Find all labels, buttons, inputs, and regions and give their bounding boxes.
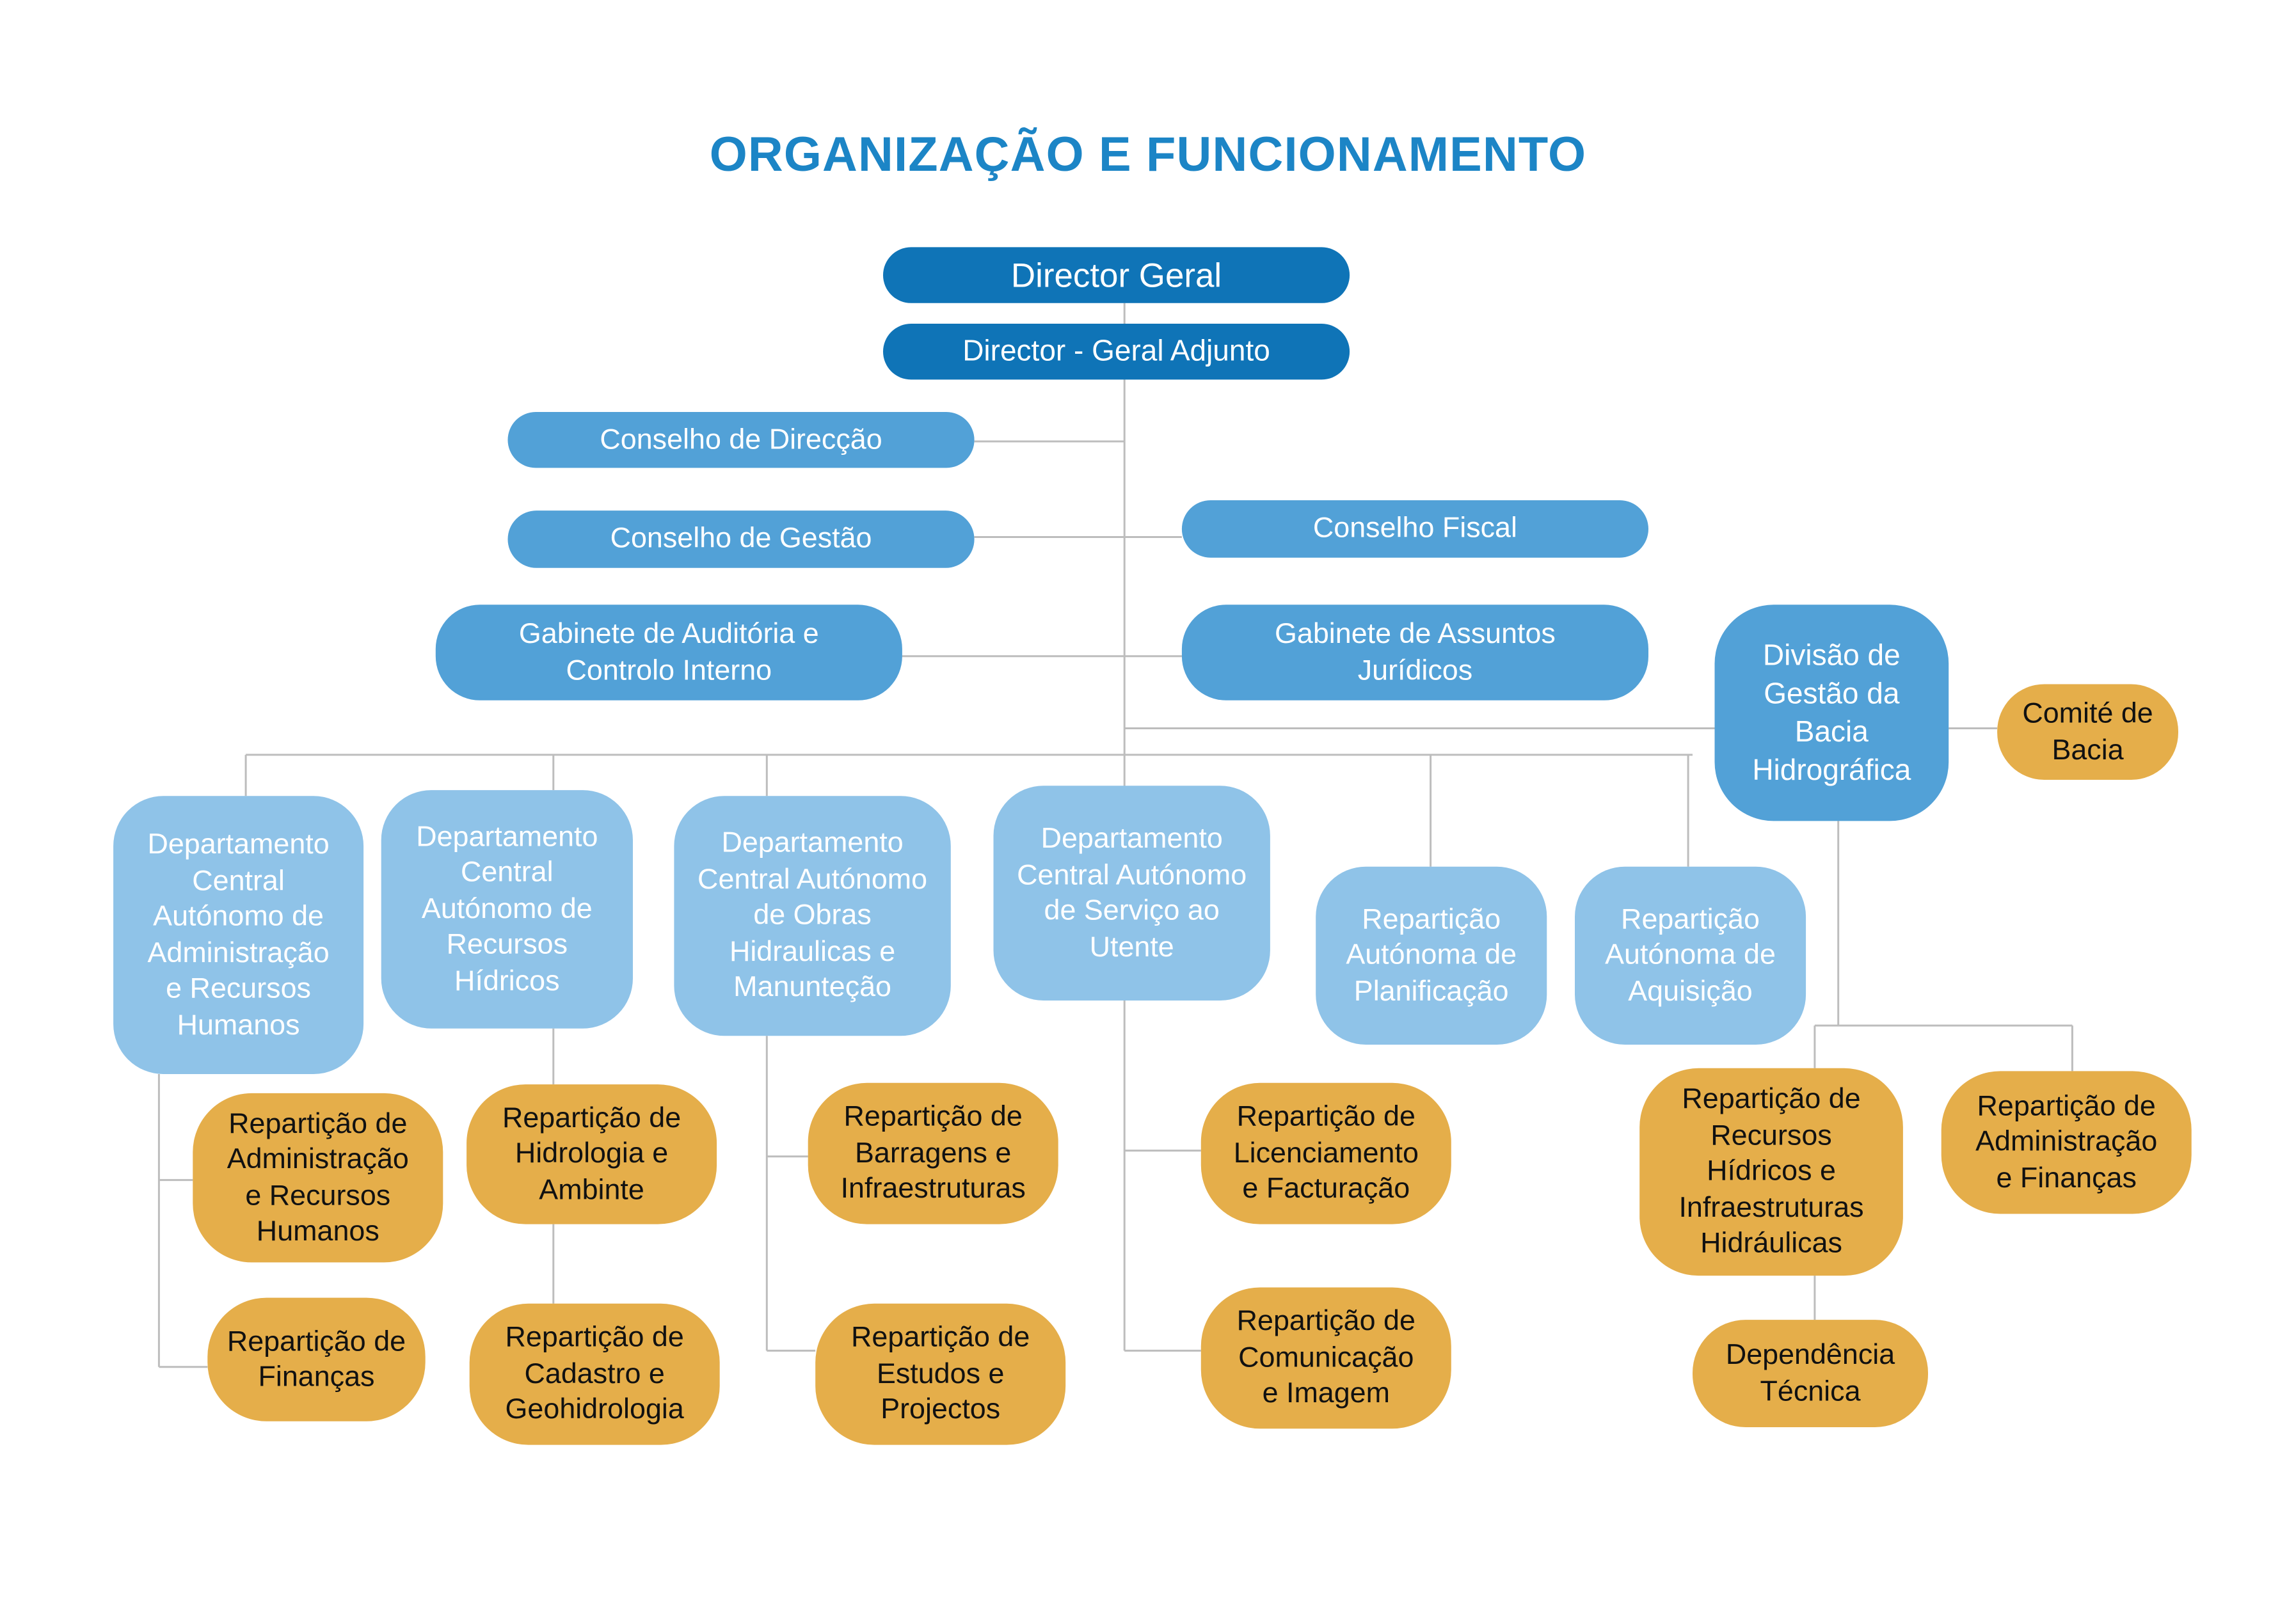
rep-admin-rh-box: Repartição de Administração e Recursos H…: [193, 1093, 443, 1263]
rep-barragens-box: Repartição de Barragens e Infraestrutura…: [808, 1082, 1058, 1224]
dept-admin-rh-box: Departamento Central Autónomo de Adminis…: [113, 796, 364, 1074]
director-adjunto-box: Director - Geral Adjunto: [883, 324, 1350, 380]
rep-cadastro-box: Repartição de Cadastro e Geohidrologia: [469, 1303, 720, 1445]
rep-licenciamento-box: Repartição de Licenciamento e Facturação: [1200, 1082, 1451, 1224]
director-geral-box: Director Geral: [883, 247, 1350, 303]
rep-aquisicao-box: Repartição Autónoma de Aquisição: [1575, 866, 1806, 1045]
rep-planificacao-box: Repartição Autónoma de Planificação: [1316, 866, 1547, 1045]
rep-financas-box: Repartição de Finanças: [207, 1297, 426, 1421]
conselho-gestao-box: Conselho de Gestão: [507, 510, 975, 568]
dept-obras-box: Departamento Central Autónomo de Obras H…: [674, 796, 951, 1036]
gabinete-auditoria-box: Gabinete de Auditória e Controlo Interno: [435, 605, 902, 700]
rep-admin-financas-box: Repartição de Administração e Finanças: [1941, 1071, 2192, 1214]
gabinete-juridicos-box: Gabinete de Assuntos Jurídicos: [1181, 605, 1648, 700]
divisao-bacia-box: Divisão de Gestão da Bacia Hidrográfica: [1714, 605, 1949, 821]
rep-estudos-box: Repartição de Estudos e Projectos: [815, 1303, 1066, 1445]
page-title: ORGANIZAÇÃO E FUNCIONAMENTO: [709, 126, 1587, 181]
rep-comunicacao-box: Repartição de Comunicação e Imagem: [1200, 1287, 1451, 1429]
conselho-fiscal-box: Conselho Fiscal: [1181, 500, 1648, 558]
conselho-direccao-box: Conselho de Direcção: [507, 412, 975, 468]
rep-rh-infra-box: Repartição de Recursos Hídricos e Infrae…: [1639, 1068, 1903, 1276]
dept-servico-utente-box: Departamento Central Autónomo de Serviço…: [993, 786, 1270, 1001]
rep-hidrologia-box: Repartição de Hidrologia e Ambinte: [466, 1084, 717, 1224]
dependencia-tecnica-box: Dependência Técnica: [1693, 1320, 1928, 1427]
comite-bacia-box: Comité de Bacia: [1997, 684, 2178, 780]
dept-recursos-hidricos-box: Departamento Central Autónomo de Recurso…: [381, 790, 633, 1029]
